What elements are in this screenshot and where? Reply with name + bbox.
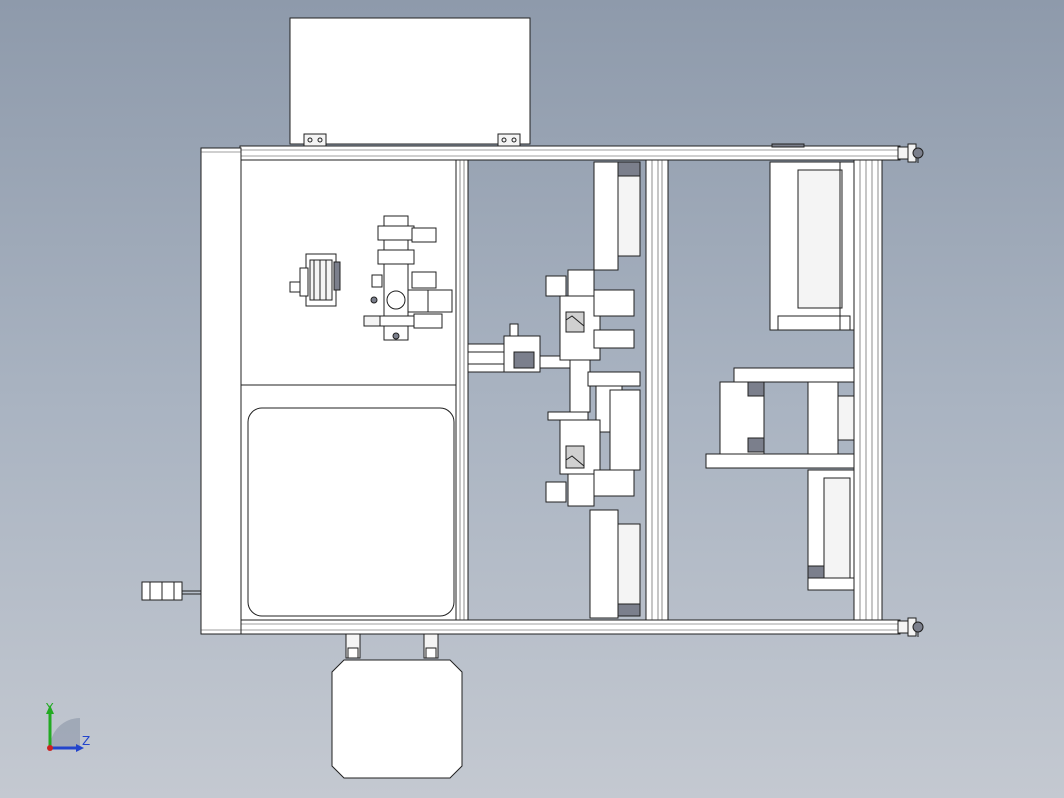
right-station-lower xyxy=(807,469,855,591)
frame-bottom-rail xyxy=(239,619,901,635)
frame-posts xyxy=(455,159,883,621)
right-station-middle xyxy=(705,367,855,469)
top-enclosure xyxy=(289,17,531,147)
gripper-assembly xyxy=(467,269,641,507)
left-end-plate xyxy=(200,147,242,635)
filter-regulator xyxy=(289,253,341,307)
leveling-foot-top xyxy=(897,143,924,163)
bottom-enclosure xyxy=(331,633,463,779)
valve-manifold xyxy=(363,215,453,341)
frame-top-rail xyxy=(239,143,901,161)
y-axis-label: Y xyxy=(45,701,54,715)
right-station-upper xyxy=(769,161,855,331)
middle-column-blocks xyxy=(589,161,641,619)
side-handle xyxy=(141,581,201,601)
z-axis-label: Z xyxy=(82,734,90,748)
leveling-foot-bottom xyxy=(897,617,924,637)
axis-triad: Y Z xyxy=(45,701,90,752)
